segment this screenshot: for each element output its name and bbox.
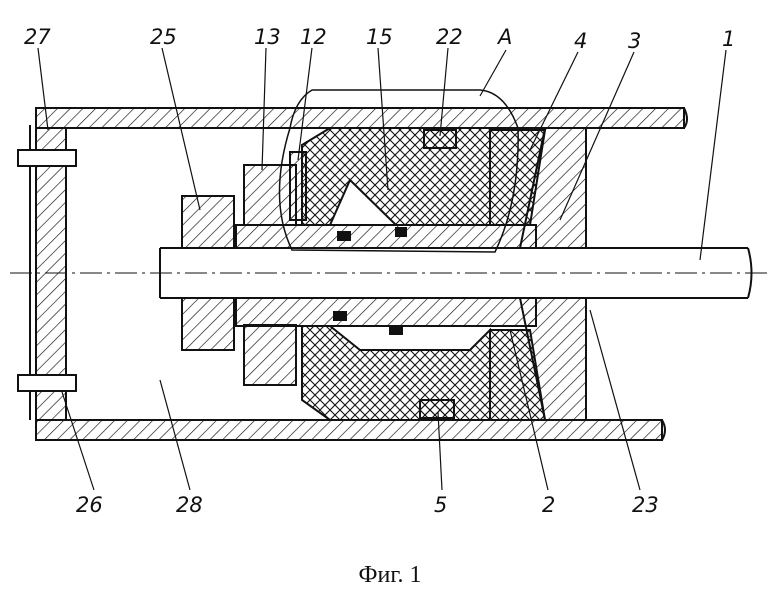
- cylinder-wall-bottom: [36, 420, 662, 440]
- cylinder-wall-top: [36, 108, 684, 128]
- label-26: 26: [76, 493, 103, 517]
- label-13: 13: [254, 25, 281, 49]
- label-25: 25: [150, 25, 177, 49]
- bolt-top: [18, 150, 76, 166]
- label-1: 1: [722, 27, 735, 51]
- nut: [182, 196, 234, 248]
- label-23: 23: [632, 493, 659, 517]
- label-3: 3: [628, 29, 641, 53]
- label-28: 28: [176, 493, 203, 517]
- o-ring: [338, 232, 350, 240]
- label-12: 12: [300, 25, 327, 49]
- label-27: 27: [24, 25, 51, 49]
- insert-5: [420, 400, 454, 418]
- washer: [244, 165, 296, 225]
- label-5: 5: [434, 493, 447, 517]
- label-4: 4: [574, 29, 587, 53]
- piston-body: [236, 225, 536, 248]
- bolt-bottom: [18, 375, 76, 391]
- label-a: A: [496, 25, 512, 49]
- label-22: 22: [436, 25, 463, 49]
- figure-caption: Фиг. 1: [0, 562, 780, 589]
- seal-upper: [302, 128, 490, 225]
- seal-lower: [302, 326, 490, 420]
- label-2: 2: [542, 493, 555, 517]
- label-15: 15: [366, 25, 393, 49]
